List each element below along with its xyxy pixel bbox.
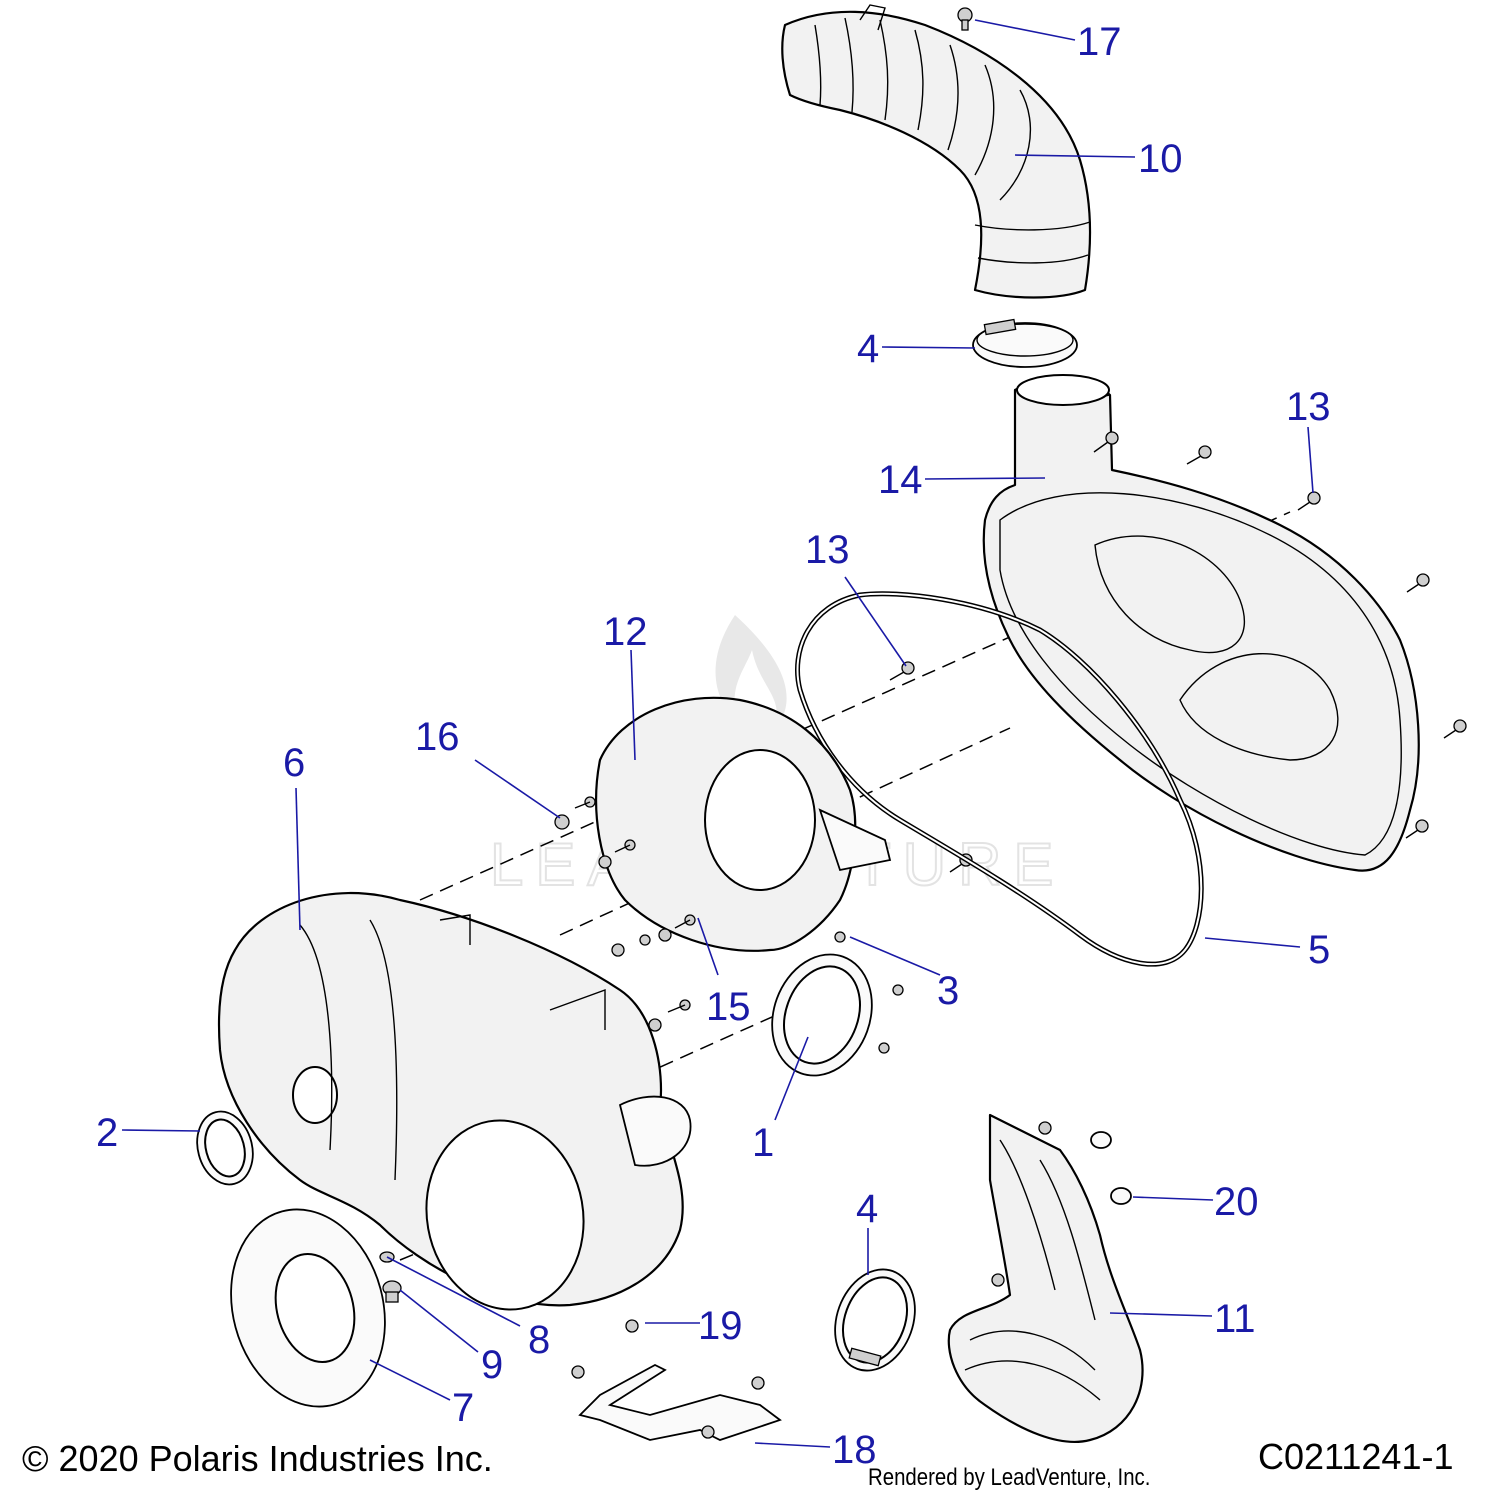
- callout-1: 1: [752, 1121, 774, 1165]
- mounting-bracket: [571, 1319, 782, 1441]
- ring-gasket: [771, 953, 873, 1077]
- callout-5: 5: [1308, 928, 1330, 972]
- callout-4-top: 4: [857, 327, 879, 371]
- callout-12: 12: [603, 610, 648, 654]
- callout-2: 2: [96, 1111, 118, 1155]
- intake-duct: [781, 4, 1092, 299]
- callout-3: 3: [937, 969, 959, 1013]
- drawing-number: C0211241-1: [1258, 1436, 1454, 1477]
- callout-20: 20: [1214, 1180, 1259, 1224]
- callout-6: 6: [283, 741, 305, 785]
- callout-11: 11: [1214, 1297, 1256, 1341]
- inner-clutch-cover: [217, 892, 692, 1311]
- exhaust-duct: [947, 1113, 1144, 1443]
- callout-18: 18: [832, 1428, 877, 1472]
- callout-10: 10: [1138, 137, 1183, 181]
- screws-13: [739, 431, 1467, 873]
- callout-8: 8: [528, 1318, 550, 1362]
- hose-clamp-bottom: [834, 1268, 916, 1372]
- callout-16: 16: [415, 715, 460, 759]
- o-ring: [196, 1110, 254, 1186]
- screw-17: [957, 7, 973, 31]
- callout-15: 15: [706, 985, 751, 1029]
- outer-clutch-cover: [982, 374, 1420, 872]
- callout-17: 17: [1077, 20, 1122, 64]
- copyright-notice: © 2020 Polaris Industries Inc.: [22, 1438, 493, 1479]
- callout-4-bottom: 4: [856, 1187, 878, 1231]
- callout-13-center: 13: [805, 528, 850, 572]
- callout-9: 9: [481, 1343, 503, 1387]
- inner-fan-shroud: [595, 696, 892, 952]
- callout-13-right: 13: [1286, 385, 1331, 429]
- leader-lines: [121, 19, 1314, 1448]
- fasteners-shroud: [554, 796, 904, 1054]
- callouts: 17 10 4 13 14 13 12 16 6 5 3 15 1 2 4 20…: [96, 20, 1331, 1472]
- callout-19: 19: [698, 1304, 743, 1348]
- plugs-20: [1090, 1131, 1132, 1205]
- rendered-by-credit: Rendered by LeadVenture, Inc.: [868, 1464, 1151, 1491]
- callout-14: 14: [878, 458, 923, 502]
- seal-plate: [230, 1208, 386, 1408]
- callout-7: 7: [452, 1386, 474, 1430]
- hose-clamp-top: [972, 318, 1078, 368]
- cover-gasket: [795, 591, 1204, 967]
